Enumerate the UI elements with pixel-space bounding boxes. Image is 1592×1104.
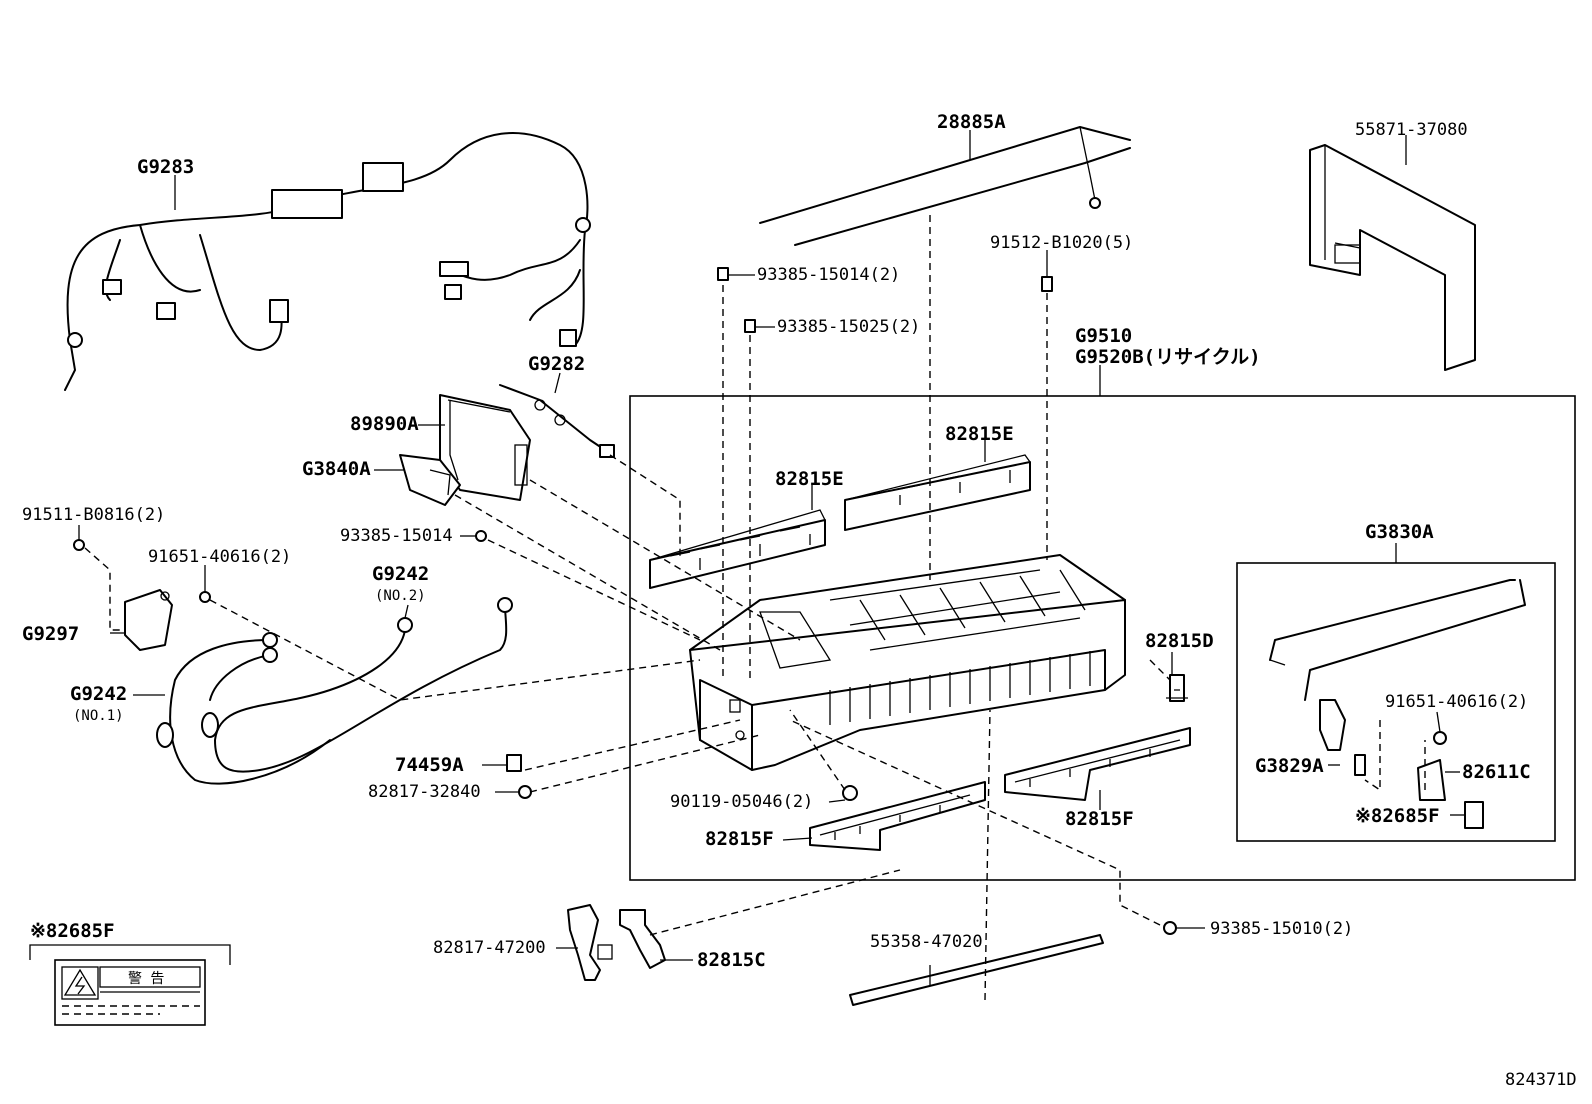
label-91651-40616-left: 91651-40616(2) bbox=[148, 547, 291, 567]
ecu-89890a bbox=[439, 394, 531, 501]
label-82611c: 82611C bbox=[1462, 761, 1531, 783]
label-g3830a: G3830A bbox=[1365, 521, 1434, 543]
clip-74459a bbox=[506, 754, 522, 772]
bolt-93385-15025-2 bbox=[744, 319, 756, 333]
label-82815c: 82815C bbox=[697, 949, 766, 971]
bracket-82815c bbox=[619, 909, 666, 969]
clamp-82817-47200 bbox=[567, 904, 613, 981]
label-g9242-no2: G9242 bbox=[372, 563, 429, 585]
label-89890a: 89890A bbox=[350, 413, 419, 435]
label-82815f-right: 82815F bbox=[1065, 808, 1134, 830]
clip-82815d bbox=[1166, 674, 1188, 702]
cover-55871-37080 bbox=[1309, 144, 1476, 371]
strip-55358-47020 bbox=[849, 934, 1104, 1006]
label-91651-40616-right: 91651-40616(2) bbox=[1385, 692, 1528, 712]
diagram-code: 824371D bbox=[1505, 1070, 1577, 1090]
tube-28885a bbox=[759, 126, 1131, 246]
label-g9510: G9510 bbox=[1075, 325, 1132, 347]
bracket-82815e-right bbox=[844, 454, 1031, 531]
leader-lines bbox=[78, 130, 1465, 985]
bracket-g9297 bbox=[124, 589, 173, 651]
label-91511-b0816: 91511-B0816(2) bbox=[22, 505, 165, 525]
bolt-93385-15014-2 bbox=[717, 267, 729, 281]
bolt-91651-40616-right bbox=[1433, 731, 1447, 745]
label-no1: (NO.1) bbox=[73, 708, 124, 724]
bolt-91511-b0816 bbox=[73, 539, 85, 551]
label-g9297: G9297 bbox=[22, 623, 79, 645]
bolt-91512-b1020 bbox=[1041, 276, 1053, 292]
label-g9242-no1: G9242 bbox=[70, 683, 127, 705]
bolt-91651-40616-left bbox=[199, 591, 211, 603]
label-93385-15014-2: 93385-15014(2) bbox=[757, 265, 900, 285]
label-g9282: G9282 bbox=[528, 353, 585, 375]
bracket-82815f-right bbox=[1004, 727, 1191, 801]
bracket-82815f-left bbox=[809, 781, 986, 851]
relay-g3840a bbox=[399, 454, 461, 506]
bolt-93385-15014 bbox=[475, 530, 487, 542]
label-82685f-box: ※82685F bbox=[1355, 805, 1440, 827]
label-55871-37080: 55871-37080 bbox=[1355, 120, 1468, 140]
label-82685f bbox=[1464, 801, 1484, 829]
battery-tray bbox=[689, 554, 1126, 771]
label-93385-15010: 93385-15010(2) bbox=[1210, 919, 1353, 939]
cable-g9242 bbox=[156, 597, 513, 785]
warning-label-title: 警 告 bbox=[128, 971, 164, 987]
label-82685f-legend: ※82685F bbox=[30, 920, 115, 942]
label-no2: (NO.2) bbox=[375, 588, 426, 604]
label-93385-15014: 93385-15014 bbox=[340, 526, 453, 546]
label-g9283: G9283 bbox=[137, 156, 194, 178]
warning-label-legend: 警 告 bbox=[29, 944, 231, 1026]
label-90119-05046: 90119-05046(2) bbox=[670, 792, 813, 812]
label-91512-b1020: 91512-B1020(5) bbox=[990, 233, 1133, 253]
label-g3840a: G3840A bbox=[302, 458, 371, 480]
bolt-93385-15010 bbox=[1163, 921, 1177, 935]
label-82815f-left: 82815F bbox=[705, 828, 774, 850]
sensor-g3829a bbox=[1319, 699, 1366, 776]
label-82815d: 82815D bbox=[1145, 630, 1214, 652]
label-82817-32840: 82817-32840 bbox=[368, 782, 481, 802]
duct-g3830a bbox=[1269, 579, 1526, 701]
label-82817-47200: 82817-47200 bbox=[433, 938, 546, 958]
harness-g9283 bbox=[64, 132, 591, 391]
label-g9520b: G9520B(リサイクル) bbox=[1075, 346, 1261, 368]
bracket-82815e-left bbox=[649, 509, 826, 589]
label-74459a: 74459A bbox=[395, 754, 464, 776]
bolt-90119-05046 bbox=[842, 785, 858, 801]
assembly-dashed-lines bbox=[84, 215, 1426, 1001]
label-28885a: 28885A bbox=[937, 111, 1006, 133]
label-55358-47020: 55358-47020 bbox=[870, 932, 983, 952]
battery-assembly-frame bbox=[629, 395, 1576, 881]
label-82815e-right: 82815E bbox=[945, 423, 1014, 445]
clamp-82817-32840 bbox=[518, 785, 532, 799]
label-g3829a: G3829A bbox=[1255, 755, 1324, 777]
connector-g9282 bbox=[499, 384, 615, 458]
label-82815e-left: 82815E bbox=[775, 468, 844, 490]
clip-82611c bbox=[1417, 759, 1446, 801]
label-93385-15025-2: 93385-15025(2) bbox=[777, 317, 920, 337]
